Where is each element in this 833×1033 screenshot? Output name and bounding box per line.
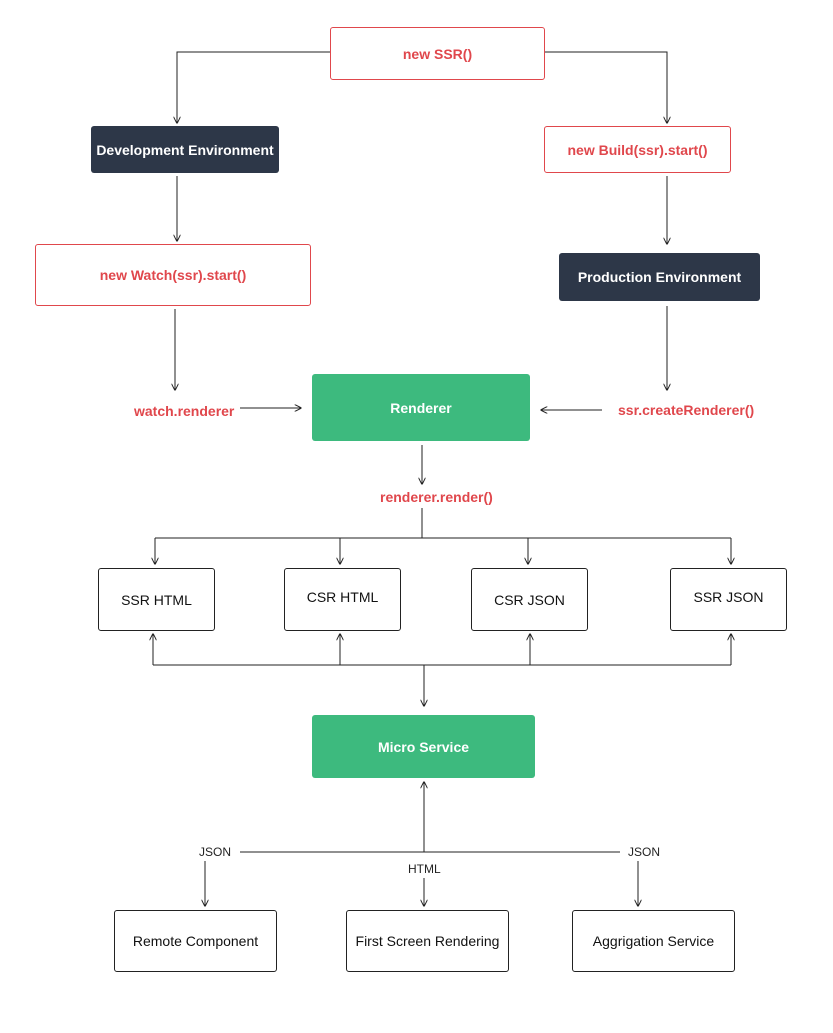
output-csr-json: CSR JSON	[471, 568, 588, 631]
format-label-html: HTML	[406, 862, 443, 876]
development-environment-box: Development Environment	[91, 126, 279, 173]
renderer-box: Renderer	[312, 374, 530, 441]
new-watch-box: new Watch(ssr).start()	[35, 244, 311, 306]
output-ssr-html: SSR HTML	[98, 568, 215, 631]
watch-renderer-label: watch.renderer	[134, 403, 235, 419]
output-ssr-json: SSR JSON	[670, 568, 787, 631]
render-call-label: renderer.render()	[380, 489, 493, 505]
format-label-json-left: JSON	[197, 845, 234, 859]
aggrigation-service-box: Aggrigation Service	[572, 910, 735, 972]
remote-component-box: Remote Component	[114, 910, 277, 972]
edge-ssr-to-dev	[177, 51, 330, 123]
new-ssr-box: new SSR()	[330, 27, 545, 80]
production-environment-box: Production Environment	[559, 253, 760, 301]
new-build-box: new Build(ssr).start()	[544, 126, 731, 173]
first-screen-rendering-box: First Screen Rendering	[346, 910, 509, 972]
edge-ssr-to-build	[545, 51, 667, 123]
create-renderer-label: ssr.createRenderer()	[618, 402, 755, 418]
micro-service-box: Micro Service	[312, 715, 535, 778]
format-label-json-right: JSON	[626, 845, 663, 859]
output-csr-html: CSR HTML	[284, 568, 401, 631]
